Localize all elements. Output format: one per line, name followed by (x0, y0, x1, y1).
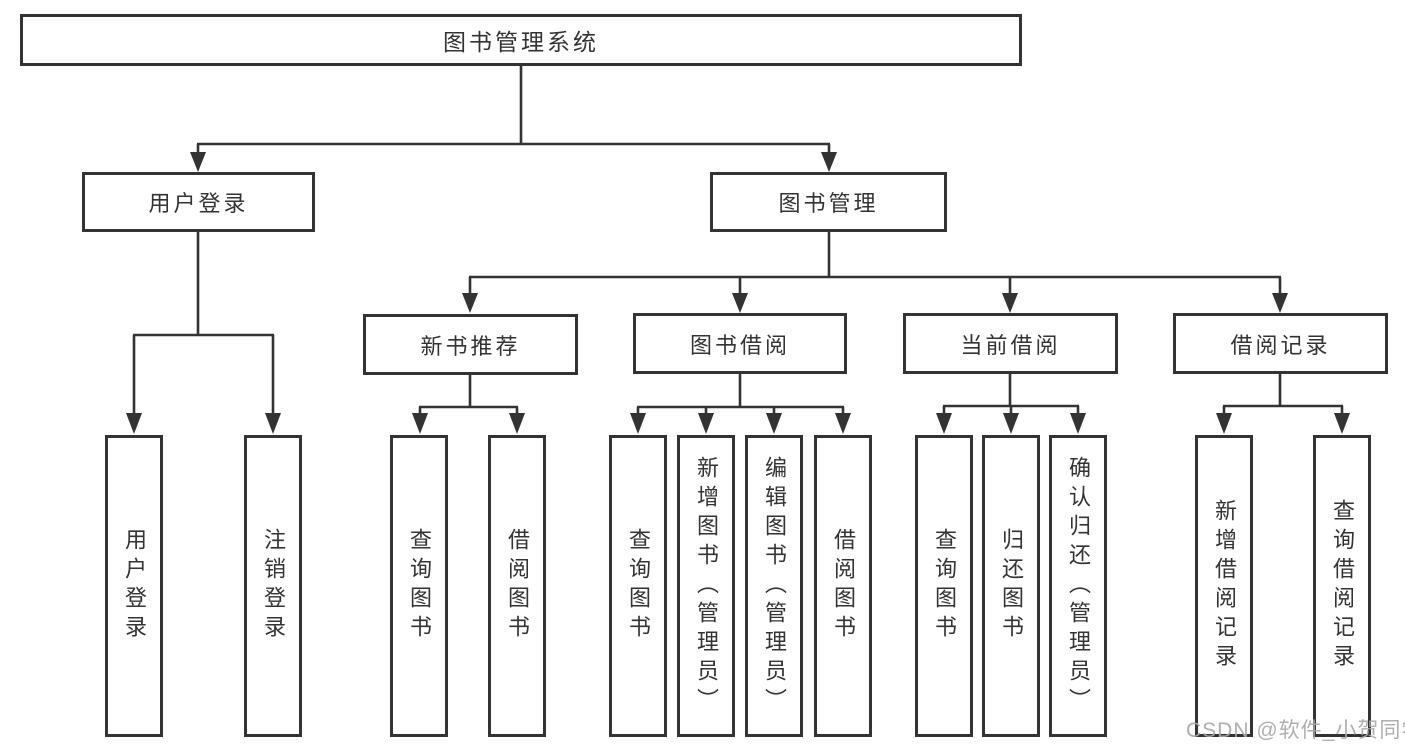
connector-login-to-leaves (126, 232, 281, 434)
csdn-watermark: CSDN @软件_小贺同学 (1186, 719, 1405, 742)
connector-records-to-leaves (1216, 374, 1350, 434)
node-current-borrowing-label: 当前借阅 (960, 332, 1061, 358)
leaf-records-add-record-label: 新增借阅记录 (1212, 499, 1237, 673)
node-book-borrowing-label: 图书借阅 (689, 332, 790, 358)
connector-recommend-to-leaves (412, 375, 525, 434)
connector-current-to-leaves (936, 374, 1086, 434)
connector-borrow-to-leaves (630, 374, 851, 434)
node-borrowing-records: 借阅记录 (1173, 313, 1388, 374)
leaf-borrow-add-books-admin-label: 新增图书（管理员） (694, 455, 719, 717)
node-borrowing-records-label: 借阅记录 (1230, 332, 1331, 358)
node-user-login: 用户登录 (82, 172, 315, 232)
leaf-recommend-query-books-label: 查询图书 (407, 528, 432, 644)
leaf-current-return-books-label: 归还图书 (999, 528, 1024, 644)
leaf-borrow-add-books-admin: 新增图书（管理员） (677, 435, 735, 737)
node-book-management: 图书管理 (710, 172, 947, 232)
leaf-recommend-borrow-books: 借阅图书 (488, 435, 546, 737)
node-current-borrowing: 当前借阅 (903, 313, 1118, 374)
node-book-management-label: 图书管理 (778, 191, 879, 216)
leaf-borrow-query-books-label: 查询图书 (626, 528, 651, 644)
leaf-borrow-query-books: 查询图书 (609, 435, 667, 737)
leaf-borrow-edit-books-admin-label: 编辑图书（管理员） (762, 455, 787, 717)
leaf-recommend-query-books: 查询图书 (390, 435, 448, 737)
node-new-book-recommend-label: 新书推荐 (420, 333, 521, 359)
leaf-current-query-books-label: 查询图书 (932, 528, 957, 644)
leaf-borrow-borrow-books-label: 借阅图书 (831, 528, 856, 644)
leaf-borrow-edit-books-admin: 编辑图书（管理员） (745, 435, 803, 737)
leaf-records-add-record: 新增借阅记录 (1195, 435, 1253, 737)
node-user-login-label: 用户登录 (148, 191, 249, 216)
leaf-logout: 注销登录 (244, 435, 302, 737)
leaf-logout-label: 注销登录 (261, 528, 286, 644)
leaf-borrow-borrow-books: 借阅图书 (814, 435, 872, 737)
node-new-book-recommend: 新书推荐 (363, 314, 578, 375)
leaf-records-query-record-label: 查询借阅记录 (1330, 499, 1355, 673)
leaf-user-login-label: 用户登录 (122, 528, 147, 644)
node-book-borrowing: 图书借阅 (633, 313, 847, 374)
leaf-records-query-record: 查询借阅记录 (1313, 435, 1371, 737)
leaf-current-query-books: 查询图书 (915, 435, 973, 737)
leaf-current-confirm-return-admin: 确认归还（管理员） (1049, 435, 1107, 737)
leaf-current-return-books: 归还图书 (982, 435, 1040, 737)
leaf-user-login: 用户登录 (105, 435, 163, 737)
leaf-current-confirm-return-admin-label: 确认归还（管理员） (1066, 455, 1091, 717)
connector-root-to-level2 (190, 66, 837, 172)
leaf-recommend-borrow-books-label: 借阅图书 (505, 528, 530, 644)
node-root-label: 图书管理系统 (443, 29, 599, 55)
node-root-library-system: 图书管理系统 (20, 14, 1022, 66)
connector-mgmt-to-level3 (462, 232, 1288, 313)
